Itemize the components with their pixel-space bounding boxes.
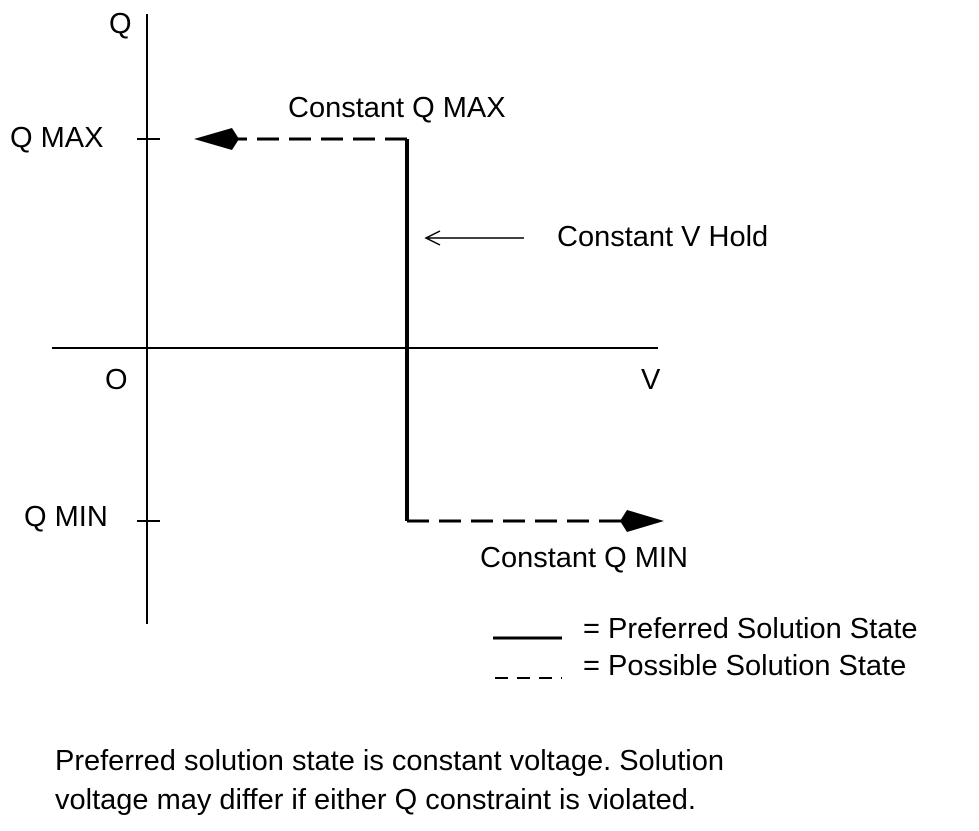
q-max-arrowhead [194,128,239,150]
q-min-arrowhead [620,510,664,532]
q-axis-label: Q [109,8,132,40]
constant-q-min-label: Constant Q MIN [480,542,688,574]
constant-v-hold-pointer-head [424,230,441,246]
legend-possible-label: = Possible Solution State [583,650,906,682]
q-max-label: Q MAX [10,122,103,154]
caption-line-1: Preferred solution state is constant vol… [55,745,724,777]
v-axis-label: V [641,364,661,396]
constant-v-hold-label: Constant V Hold [557,221,768,253]
origin-label: O [105,364,128,396]
q-min-label: Q MIN [24,501,108,533]
caption: Preferred solution state is constant vol… [55,742,935,820]
constant-q-max-label: Constant Q MAX [288,92,506,124]
q-v-characteristic-diagram: Q V O Q MAX Q MIN Constant Q MAX Constan… [10,8,918,682]
legend-preferred-label: = Preferred Solution State [583,613,918,645]
caption-line-2: voltage may differ if either Q constrain… [55,784,696,816]
